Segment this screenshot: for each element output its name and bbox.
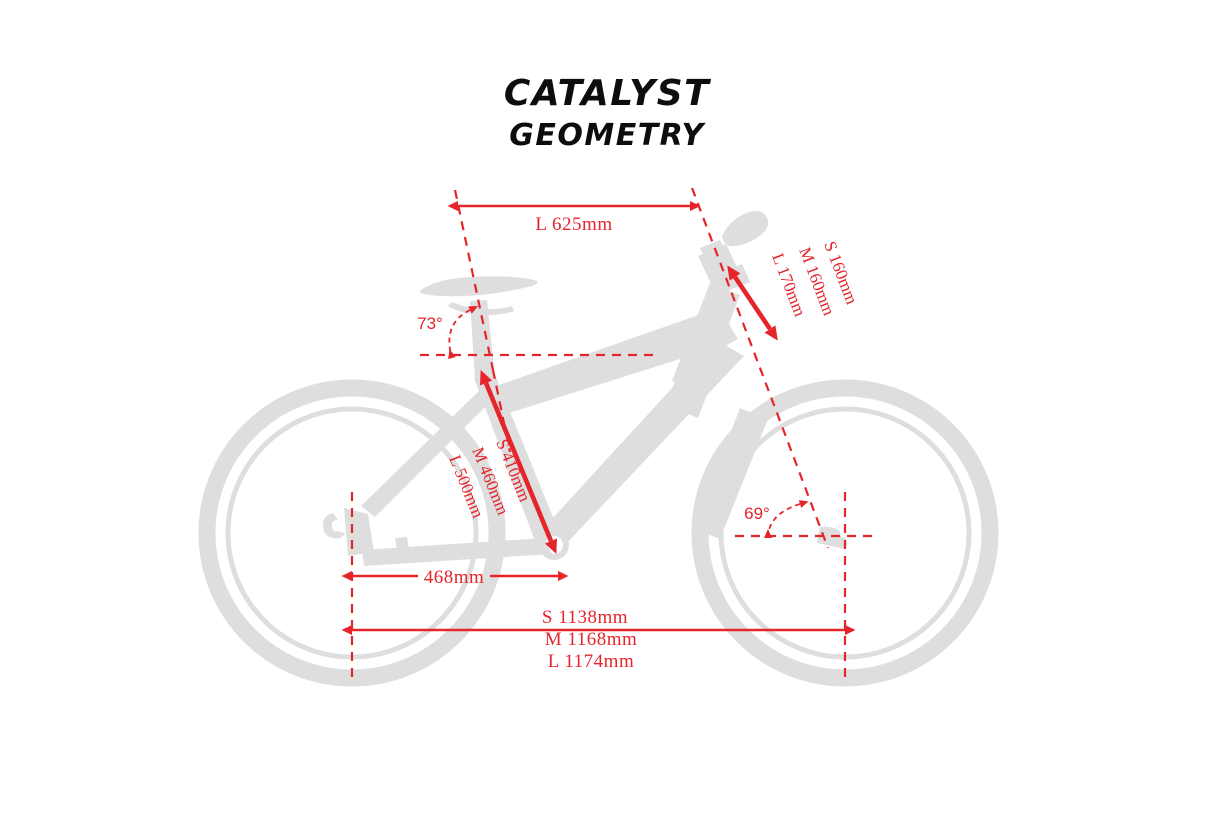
head-tube-dimension: S 160mm M 160mm L 170mm: [727, 239, 862, 341]
head-tube-dimension-arrow: [727, 265, 778, 341]
chainstay: [362, 538, 552, 566]
head-tube-axis-dash: [690, 187, 830, 549]
wheelbase-label-m: M 1168mm: [545, 629, 638, 650]
head-tube-angle-label: 69°: [744, 504, 770, 523]
fork-crown: [666, 379, 708, 418]
handlebar-grip: [722, 210, 769, 247]
wheelbase-label-l: L 1174mm: [548, 651, 635, 672]
head-tube-angle-group: 69°: [744, 500, 809, 539]
wheelbase-dimension: S 1138mm M 1168mm L 1174mm: [341, 607, 856, 672]
wheelbase-label-s: S 1138mm: [542, 607, 628, 628]
front-tire: [691, 379, 999, 687]
page-title: CATALYST: [504, 73, 711, 114]
saddle: [420, 276, 538, 297]
chainstay-bridge: [395, 537, 409, 550]
seat-tube-dimension-arrow: [479, 370, 558, 554]
top-tube-label: L 625mm: [535, 214, 612, 235]
seatstay: [361, 389, 497, 517]
chainstay-dimension: 468mm: [341, 567, 569, 588]
rear-brake-mount: [323, 513, 345, 539]
front-dropout: [817, 526, 847, 549]
rear-axle-hole: [334, 521, 342, 529]
page-subtitle: GEOMETRY: [509, 118, 706, 153]
rear-dropout: [344, 508, 374, 556]
seat-tube-angle-group: 73°: [417, 305, 479, 360]
stem-clamp: [700, 240, 726, 260]
head-angle-arc: [764, 500, 809, 539]
fork-leg: [694, 408, 768, 539]
seat-tube-angle-label: 73°: [417, 314, 443, 333]
top-tube-dimension: L 625mm: [447, 201, 701, 235]
seat-angle-arc: [448, 305, 479, 360]
head-tube: [672, 283, 740, 393]
chainstay-label: 468mm: [424, 567, 485, 588]
